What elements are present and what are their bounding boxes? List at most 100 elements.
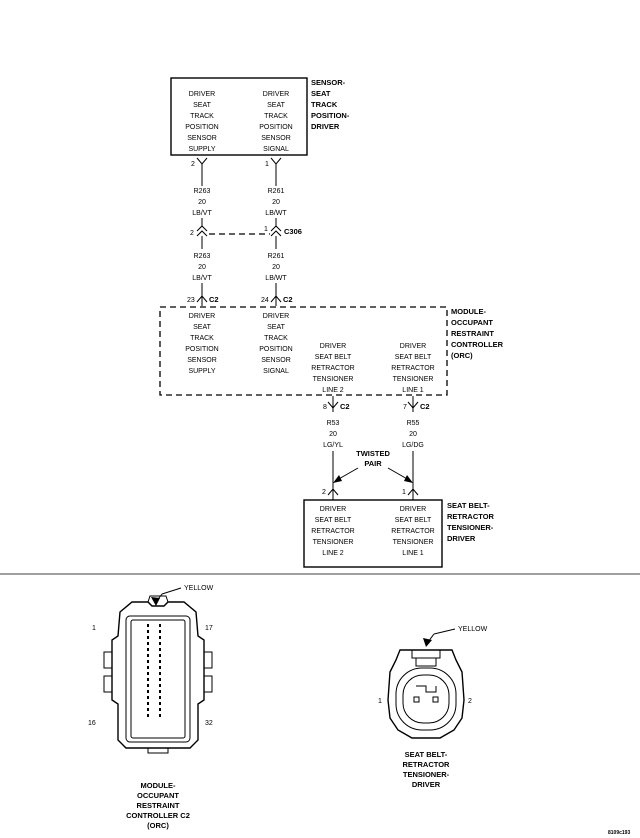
c2-connector-drawing: YELLOW	[88, 585, 214, 830]
svg-text:20: 20	[198, 264, 206, 271]
svg-text:RETRACTOR: RETRACTOR	[311, 365, 354, 372]
svg-text:RETRACTOR: RETRACTOR	[447, 512, 495, 521]
svg-text:CONTROLLER: CONTROLLER	[451, 340, 504, 349]
sensor-col2: DRIVER SEAT TRACK POSITION SENSOR SIGNAL	[259, 91, 292, 153]
wire-label-r263-upper: R263 20 LB/VT	[192, 188, 212, 217]
svg-text:SUPPLY: SUPPLY	[188, 368, 215, 375]
svg-text:R53: R53	[327, 420, 340, 427]
svg-text:2: 2	[190, 230, 194, 237]
svg-text:R263: R263	[194, 253, 211, 260]
svg-text:DRIVER: DRIVER	[320, 506, 346, 513]
c2-pin-label: 16	[88, 720, 96, 727]
svg-text:20: 20	[198, 199, 206, 206]
svg-text:LB/VT: LB/VT	[192, 210, 212, 217]
module-title: MODULE- OCCUPANT RESTRAINT CONTROLLER (O…	[451, 307, 504, 360]
svg-text:7: 7	[403, 404, 407, 411]
svg-text:C306: C306	[284, 227, 302, 236]
svg-text:RETRACTOR: RETRACTOR	[391, 528, 434, 535]
svg-text:TENSIONER: TENSIONER	[313, 539, 354, 546]
svg-text:8: 8	[323, 404, 327, 411]
svg-text:PAIR: PAIR	[364, 459, 382, 468]
svg-text:C2: C2	[209, 295, 219, 304]
sensor-pin-2: 2	[191, 157, 208, 172]
c2-pin-cavities	[147, 624, 161, 717]
sensor-col1-line: SUPPLY	[188, 146, 215, 153]
svg-text:20: 20	[272, 264, 280, 271]
module-pin-7: 7 C2	[403, 396, 430, 412]
svg-text:LINE 2: LINE 2	[322, 387, 344, 394]
module-col1: DRIVER SEAT TRACK POSITION SENSOR SUPPLY	[185, 313, 218, 375]
sensor-col1-line: SENSOR	[187, 135, 217, 142]
module-pin-24: 24 C2	[261, 293, 293, 306]
svg-text:SEAT: SEAT	[267, 324, 285, 331]
svg-text:OCCUPANT: OCCUPANT	[137, 791, 179, 800]
svg-text:TENSIONER: TENSIONER	[393, 539, 434, 546]
tensioner-caption: SEAT BELT- RETRACTOR TENSIONER- DRIVER	[403, 750, 451, 789]
sensor-col2-line: SENSOR	[261, 135, 291, 142]
c2-caption: MODULE- OCCUPANT RESTRAINT CONTROLLER C2…	[126, 781, 190, 830]
module-col2: DRIVER SEAT TRACK POSITION SENSOR SIGNAL	[259, 313, 292, 375]
svg-text:SEAT BELT-: SEAT BELT-	[405, 750, 448, 759]
svg-text:SEAT: SEAT	[193, 324, 211, 331]
svg-text:C2: C2	[420, 402, 430, 411]
wire-label-r53: R53 20 LG/YL	[323, 420, 343, 449]
module-col3: DRIVER SEAT BELT RETRACTOR TENSIONER LIN…	[311, 343, 354, 394]
svg-text:LB/WT: LB/WT	[265, 210, 287, 217]
sensor-col1-line: SEAT	[193, 102, 211, 109]
sensor-title-line: POSITION-	[311, 111, 350, 120]
svg-text:SEAT BELT: SEAT BELT	[395, 517, 432, 524]
twisted-pair-callout: TWISTED PAIR	[333, 449, 413, 483]
svg-text:SEAT BELT-: SEAT BELT-	[447, 501, 490, 510]
sensor-pin-1: 1	[265, 157, 282, 172]
sensor-col2-line: TRACK	[264, 113, 288, 120]
svg-text:LG/DG: LG/DG	[402, 442, 424, 449]
svg-text:RESTRAINT: RESTRAINT	[451, 329, 494, 338]
svg-text:R263: R263	[194, 188, 211, 195]
sensor-col1-line: TRACK	[190, 113, 214, 120]
svg-text:1: 1	[265, 161, 269, 168]
svg-text:LB/VT: LB/VT	[192, 275, 212, 282]
svg-text:SIGNAL: SIGNAL	[263, 368, 289, 375]
svg-text:20: 20	[329, 431, 337, 438]
tensioner-connector-drawing: YELLOW 1 2 SEAT BELT- RETRACTOR TENSIONE…	[378, 626, 488, 789]
sensor-col2-line: POSITION	[259, 124, 292, 131]
svg-text:DRIVER: DRIVER	[320, 343, 346, 350]
svg-text:2: 2	[191, 161, 195, 168]
module-col4: DRIVER SEAT BELT RETRACTOR TENSIONER LIN…	[391, 343, 434, 394]
svg-text:C2: C2	[340, 402, 350, 411]
svg-text:TENSIONER: TENSIONER	[393, 376, 434, 383]
wire-label-r55: R55 20 LG/DG	[402, 420, 424, 449]
svg-text:DRIVER: DRIVER	[263, 313, 289, 320]
svg-text:R261: R261	[268, 188, 285, 195]
module-pin-8: 8 C2	[323, 396, 350, 412]
svg-text:DRIVER: DRIVER	[189, 313, 215, 320]
svg-text:RETRACTOR: RETRACTOR	[403, 760, 451, 769]
svg-text:23: 23	[187, 297, 195, 304]
sensor-title-line: SEAT	[311, 89, 331, 98]
svg-text:SEAT BELT: SEAT BELT	[315, 517, 352, 524]
svg-text:MODULE-: MODULE-	[141, 781, 176, 790]
svg-text:SENSOR: SENSOR	[187, 357, 217, 364]
svg-text:24: 24	[261, 297, 269, 304]
c2-pin-label: 1	[92, 625, 96, 632]
sensor-title-line: SENSOR-	[311, 78, 346, 87]
svg-text:DRIVER: DRIVER	[412, 780, 441, 789]
svg-text:TENSIONER: TENSIONER	[313, 376, 354, 383]
svg-text:RETRACTOR: RETRACTOR	[391, 365, 434, 372]
seat-belt-tensioner-box: DRIVER SEAT BELT RETRACTOR TENSIONER LIN…	[303, 499, 495, 568]
svg-text:1: 1	[402, 489, 406, 496]
sensor-col2-line: SIGNAL	[263, 146, 289, 153]
svg-text:LG/YL: LG/YL	[323, 442, 343, 449]
figure-id: 8109c193	[608, 830, 630, 836]
tensioner-pin-label: 1	[378, 698, 382, 705]
sensor-title: SENSOR- SEAT TRACK POSITION- DRIVER	[311, 78, 350, 131]
svg-text:SEAT BELT: SEAT BELT	[395, 354, 432, 361]
sensor-col1: DRIVER SEAT TRACK POSITION SENSOR SUPPLY	[185, 91, 218, 153]
svg-text:20: 20	[272, 199, 280, 206]
svg-text:1: 1	[264, 226, 268, 233]
svg-text:LINE 1: LINE 1	[402, 387, 424, 394]
svg-text:SEAT BELT: SEAT BELT	[315, 354, 352, 361]
tensioner-pin-1: 1	[402, 484, 419, 500]
sensor-title-line: TRACK	[311, 100, 338, 109]
